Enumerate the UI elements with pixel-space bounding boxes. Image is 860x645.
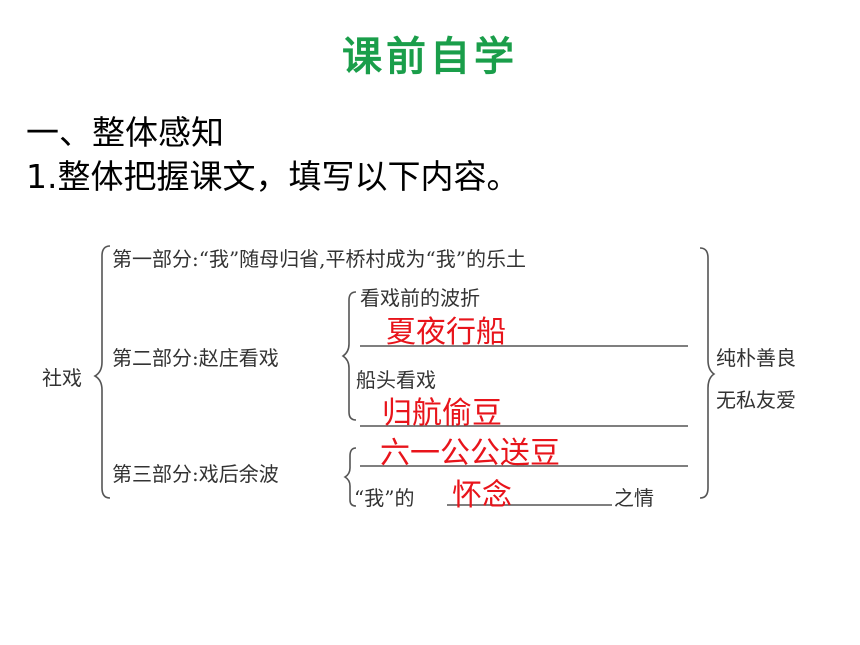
summary-line-1: 纯朴善良 xyxy=(716,346,796,370)
part2-sub2-label: 船头看戏 xyxy=(356,368,436,392)
page-title: 课前自学 xyxy=(342,34,518,80)
summary-brace xyxy=(699,247,716,499)
part2-sub1-label: 看戏前的波折 xyxy=(360,286,480,310)
answer-3: 六一公公送豆 xyxy=(380,436,560,471)
answer-1: 夏夜行船 xyxy=(386,315,506,350)
part2-brace xyxy=(341,291,357,421)
part1-label: 第一部分:“我”随母归省,平桥村成为“我”的乐土 xyxy=(112,247,526,271)
summary-line-2: 无私友爱 xyxy=(716,388,796,412)
part2-label: 第二部分:赵庄看戏 xyxy=(112,346,279,370)
part3-brace xyxy=(343,447,357,507)
part3-label: 第三部分:戏后余波 xyxy=(112,462,279,486)
part3-sub-suffix: 之情 xyxy=(614,486,654,510)
answer-2: 归航偷豆 xyxy=(382,396,502,431)
answer-4: 怀念 xyxy=(452,478,512,513)
section-heading: 一、整体感知 xyxy=(26,113,224,152)
instruction-text: 1.整体把握课文，填写以下内容。 xyxy=(26,157,520,196)
part3-sub-prefix: “我”的 xyxy=(354,486,415,510)
diagram-root: 社戏 xyxy=(42,366,82,390)
root-brace xyxy=(93,245,111,499)
